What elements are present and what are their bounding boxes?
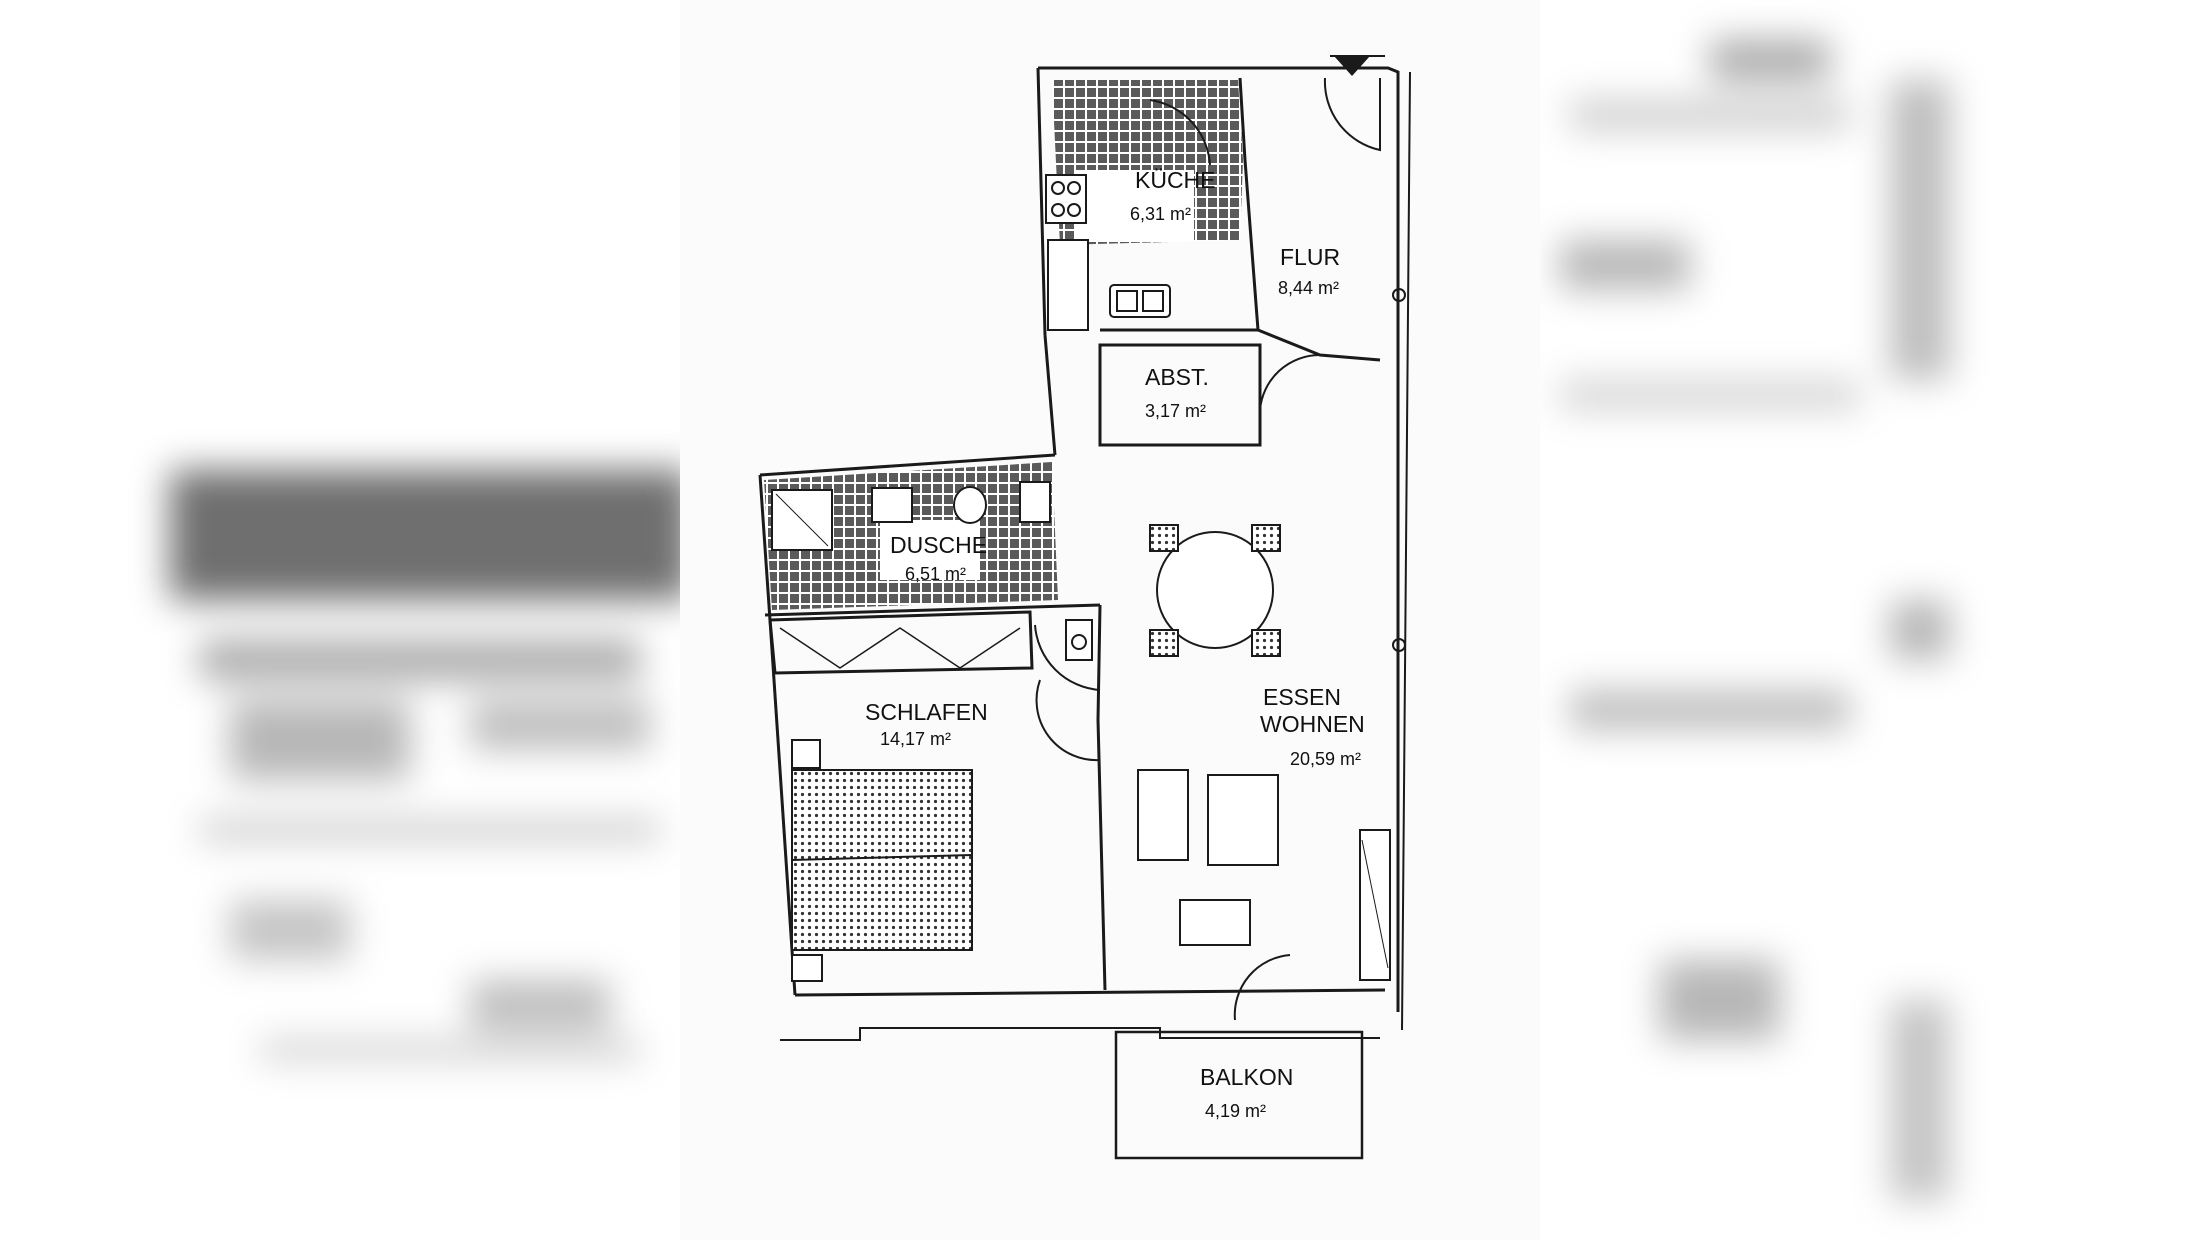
kitchen-east-wall — [1238, 77, 1260, 331]
kitchen-west-wall — [1036, 67, 1047, 336]
closet-x — [779, 627, 1021, 669]
room-name-balkon: BALKON — [1200, 1064, 1293, 1090]
room-name-wohnen: WOHNEN — [1260, 711, 1365, 737]
entrance-arrow-icon — [1334, 56, 1370, 76]
room-area-schlafen: 14,17 m² — [880, 729, 951, 749]
facade-line — [780, 1027, 1380, 1041]
room-area-balkon: 4,19 m² — [1205, 1101, 1266, 1121]
room-name-abst: ABST. — [1145, 364, 1209, 390]
bedroom-east-wall — [1096, 604, 1107, 991]
room-name-flur: FLUR — [1280, 244, 1340, 270]
room-area-essen-wohnen: 20,59 m² — [1290, 749, 1361, 769]
room-area-kueche: 6,31 m² — [1130, 204, 1191, 224]
bath-sink-icon — [871, 487, 913, 523]
room-name-kueche: KÜCHE — [1135, 167, 1216, 193]
bedroom-west-wall — [768, 619, 797, 996]
room-name-essen: ESSEN — [1263, 684, 1341, 710]
room-area-dusche: 6,51 m² — [905, 564, 966, 584]
abst-west-wall — [1043, 334, 1057, 456]
left-blurred-background — [0, 0, 690, 1240]
table-icon — [1156, 531, 1274, 649]
bath-west-wall — [758, 474, 772, 621]
floor-plan: KÜCHE 6,31 m² FLUR 8,44 m² ABST. 3,17 m²… — [758, 55, 1411, 1160]
bath-north-wall — [759, 453, 1056, 477]
room-area-abst: 3,17 m² — [1145, 401, 1206, 421]
right-blurred-background — [1540, 0, 2205, 1240]
room-area-flur: 8,44 m² — [1278, 278, 1339, 298]
balcony-outline — [1114, 1030, 1364, 1160]
room-name-dusche: DUSCHE — [890, 532, 987, 558]
sofa-icon — [1137, 769, 1189, 861]
floor-plan-sheet: KÜCHE 6,31 m² FLUR 8,44 m² ABST. 3,17 m²… — [680, 0, 1540, 1240]
outer-wall — [1038, 66, 1400, 1012]
toilet-icon — [953, 486, 987, 524]
abst-outline — [1098, 343, 1262, 447]
closet — [768, 610, 1034, 675]
east-wall-double — [1401, 71, 1411, 1031]
bottom-wall — [794, 988, 1386, 997]
room-name-schlafen: SCHLAFEN — [865, 699, 988, 725]
stove-icon — [1045, 174, 1087, 224]
bath-south-wall — [764, 603, 1101, 617]
